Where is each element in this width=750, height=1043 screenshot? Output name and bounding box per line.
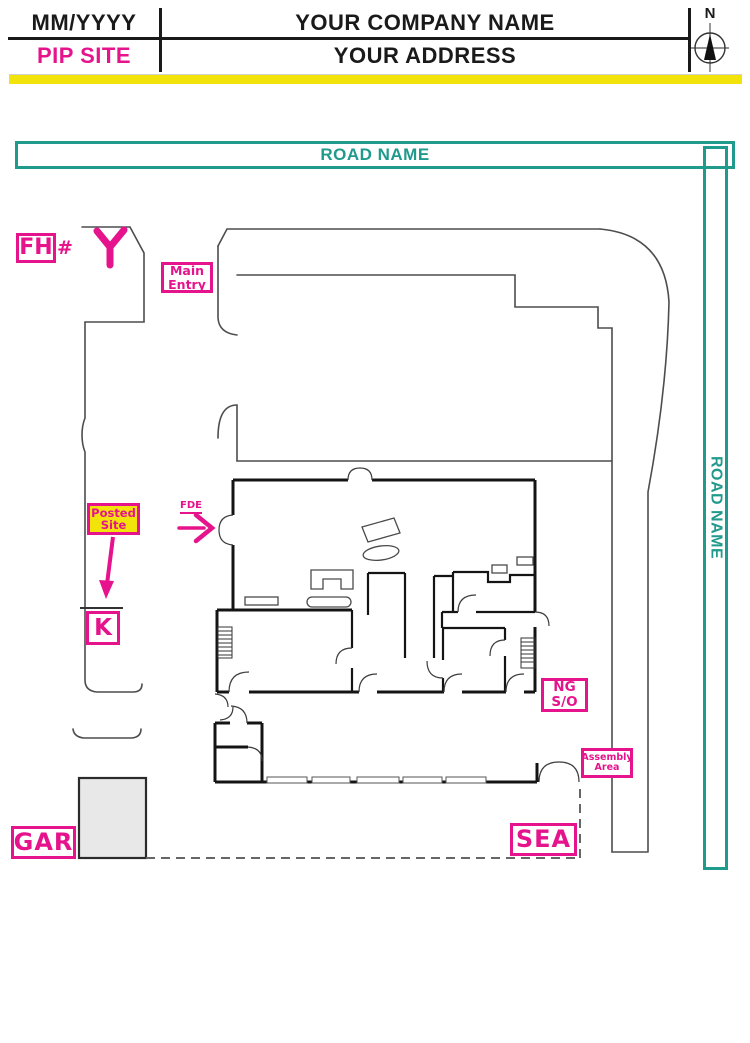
main-entry-line2: Entry: [168, 276, 206, 292]
stairs-right: [520, 637, 536, 669]
sea-text: SEA: [515, 824, 572, 853]
assembly-area-label: Assembly Area: [581, 748, 633, 778]
knox-box-label: K: [86, 611, 120, 645]
hydrant-y-icon: [93, 226, 128, 269]
natural-gas-shutoff-label: NG S/O: [541, 678, 588, 712]
compass-needle: [704, 34, 716, 60]
posted-site-line1: Posted: [91, 505, 136, 520]
fire-hydrant-text: FH: [19, 235, 53, 261]
building-interior-walls: [350, 570, 535, 692]
bay-door-strips: [266, 776, 487, 784]
knox-box-text: K: [94, 614, 112, 641]
ng-line2: S/O: [551, 694, 578, 710]
posted-site-line2: Site: [100, 518, 127, 532]
sea-label: SEA: [510, 823, 577, 856]
fde-label: FDE: [180, 500, 202, 514]
posted-site-arrow: [99, 536, 115, 599]
stairs-left: [217, 626, 233, 659]
gar-label: GAR: [11, 826, 76, 859]
header-date: MM/YYYY: [31, 10, 137, 35]
main-entry-label: Main Entry: [161, 262, 213, 293]
road-name-top-label: ROAD NAME: [320, 145, 430, 164]
garage-building: [77, 776, 148, 860]
header-address: YOUR ADDRESS: [333, 43, 517, 68]
road-name-right-label: ROAD NAME: [707, 456, 725, 560]
furniture: [244, 517, 534, 608]
assembly-line2: Area: [594, 762, 620, 773]
header-divider-right: [688, 8, 691, 72]
door-arcs: [214, 467, 580, 783]
main-entry-line1: Main: [169, 263, 205, 278]
gar-text: GAR: [13, 827, 74, 856]
header-divider-left: [159, 8, 162, 72]
header-pip-site: PIP SITE: [36, 43, 132, 68]
fire-hydrant-label: FH: [16, 233, 56, 263]
yellow-rule: [9, 74, 742, 84]
site-outline: [72, 226, 670, 853]
compass-icon: N: [691, 5, 729, 72]
road-name-right: ROAD NAME: [703, 146, 728, 870]
compass-n-label: N: [705, 5, 716, 22]
fde-arrow: [177, 512, 216, 544]
dashed-route: [146, 783, 581, 859]
assembly-line1: Assembly: [581, 751, 633, 763]
posted-site-label: Posted Site: [87, 503, 140, 535]
ng-line1: NG: [553, 679, 576, 696]
header-divider-horizontal: [8, 37, 690, 40]
fire-hydrant-number: #: [57, 237, 73, 259]
road-name-top: ROAD NAME: [15, 141, 735, 169]
header-company-name: YOUR COMPANY NAME: [295, 10, 555, 35]
